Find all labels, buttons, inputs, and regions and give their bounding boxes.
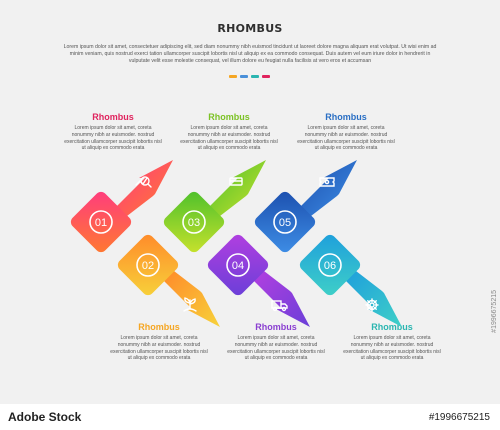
step-number-circle bbox=[273, 210, 297, 234]
step-rhombus bbox=[207, 234, 269, 296]
step-text-01: Lorem ipsum dolor sit amet, coreta nonum… bbox=[64, 125, 162, 152]
step-text-06: Lorem ipsum dolor sit amet, coreta nonum… bbox=[343, 335, 441, 362]
step-number: 02 bbox=[142, 260, 154, 272]
step-label-01: Rhombus bbox=[92, 112, 134, 122]
step-label-04: Rhombus bbox=[255, 322, 297, 332]
step-rhombus bbox=[163, 191, 225, 253]
step-number-circle bbox=[182, 210, 206, 234]
step-text-05: Lorem ipsum dolor sit amet, coreta nonum… bbox=[297, 125, 395, 152]
step-number: 03 bbox=[188, 217, 200, 229]
watermark-id: #1996675215 bbox=[491, 290, 498, 333]
step-number: 05 bbox=[279, 217, 291, 229]
gear-icon bbox=[365, 298, 379, 312]
ticket-icon bbox=[319, 177, 335, 187]
color-dot bbox=[251, 75, 259, 78]
step-label-05: Rhombus bbox=[325, 112, 367, 122]
intro-text: Lorem ipsum dolor sit amet, consectetuer… bbox=[63, 44, 437, 65]
step-arrow bbox=[346, 271, 402, 327]
step-label-06: Rhombus bbox=[371, 322, 413, 332]
step-rhombus bbox=[117, 234, 179, 296]
step-number: 06 bbox=[324, 260, 336, 272]
step-arrow bbox=[164, 271, 220, 327]
step-text-04: Lorem ipsum dolor sit amet, coreta nonum… bbox=[227, 335, 325, 362]
color-dot bbox=[240, 75, 248, 78]
delivery-truck-icon bbox=[271, 300, 288, 312]
step-number-circle bbox=[318, 253, 342, 277]
step-number: 01 bbox=[95, 217, 107, 229]
stock-logo: Adobe Stock bbox=[8, 410, 82, 424]
step-label-03: Rhombus bbox=[208, 112, 250, 122]
stock-footer: Adobe Stock #1996675215 bbox=[0, 404, 500, 430]
step-number-circle bbox=[226, 253, 250, 277]
step-arrow bbox=[210, 160, 266, 216]
step-rhombus bbox=[70, 191, 132, 253]
step-rhombus bbox=[299, 234, 361, 296]
step-arrow bbox=[117, 160, 173, 216]
color-dot bbox=[262, 75, 270, 78]
stock-id: #1996675215 bbox=[428, 412, 490, 423]
step-number-circle bbox=[89, 210, 113, 234]
step-arrow bbox=[254, 271, 310, 327]
step-number-circle bbox=[136, 253, 160, 277]
step-text-02: Lorem ipsum dolor sit amet, coreta nonum… bbox=[110, 335, 208, 362]
plant-hand-icon bbox=[183, 297, 197, 312]
color-dot bbox=[229, 75, 237, 78]
step-number: 04 bbox=[232, 260, 244, 272]
card-hand-icon bbox=[229, 177, 243, 186]
step-rhombus bbox=[254, 191, 316, 253]
step-text-03: Lorem ipsum dolor sit amet, coreta nonum… bbox=[180, 125, 278, 152]
step-arrow bbox=[301, 160, 357, 216]
step-label-02: Rhombus bbox=[138, 322, 180, 332]
chart-search-icon bbox=[135, 176, 152, 188]
page-title: RHOMBUS bbox=[217, 22, 283, 35]
